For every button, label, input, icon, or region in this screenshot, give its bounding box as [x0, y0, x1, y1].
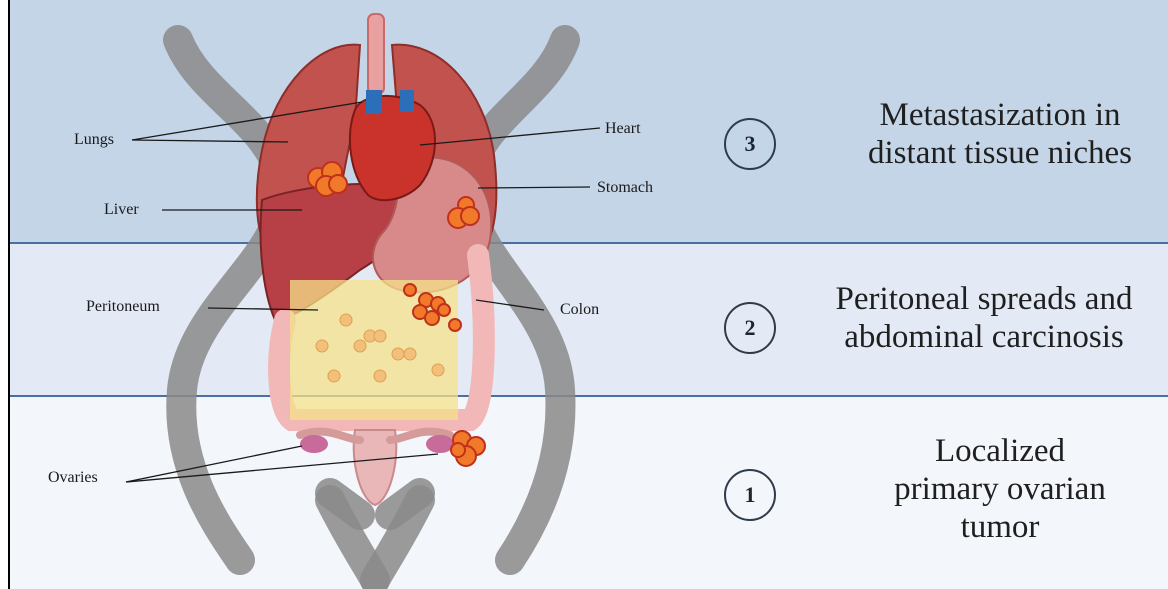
leader-ovaries-1 — [126, 446, 302, 482]
stage-2-line-2: abdominal carcinosis — [800, 318, 1168, 356]
stage-1-line-3: tumor — [860, 508, 1140, 546]
right-ovary — [426, 435, 454, 453]
stage-number-3: 3 — [724, 118, 776, 170]
left-ovary — [300, 435, 328, 453]
pulmonary-vessel — [400, 90, 414, 112]
tumor-cluster-ovary — [451, 431, 485, 466]
stage-number-2: 2 — [724, 302, 776, 354]
label-liver: Liver — [104, 201, 139, 219]
stage-1-line-1: Localized — [860, 432, 1140, 470]
label-heart: Heart — [605, 120, 641, 138]
stage-2-line-1: Peritoneal spreads and — [800, 280, 1168, 318]
stage-3-line-1: Metastasization in — [840, 96, 1160, 134]
stage-description-3: Metastasization in distant tissue niches — [840, 96, 1160, 172]
trachea — [368, 14, 384, 94]
label-peritoneum: Peritoneum — [86, 298, 160, 316]
stage-description-1: Localized primary ovarian tumor — [860, 432, 1140, 546]
label-ovaries: Ovaries — [48, 469, 98, 487]
aorta — [366, 90, 382, 114]
label-stomach: Stomach — [597, 179, 653, 197]
stage-3-line-2: distant tissue niches — [840, 134, 1160, 172]
label-colon: Colon — [560, 301, 599, 319]
stage-number-1: 1 — [724, 469, 776, 521]
label-lungs: Lungs — [74, 131, 114, 149]
stage-1-line-2: primary ovarian — [860, 470, 1140, 508]
stage-description-2: Peritoneal spreads and abdominal carcino… — [800, 280, 1168, 356]
